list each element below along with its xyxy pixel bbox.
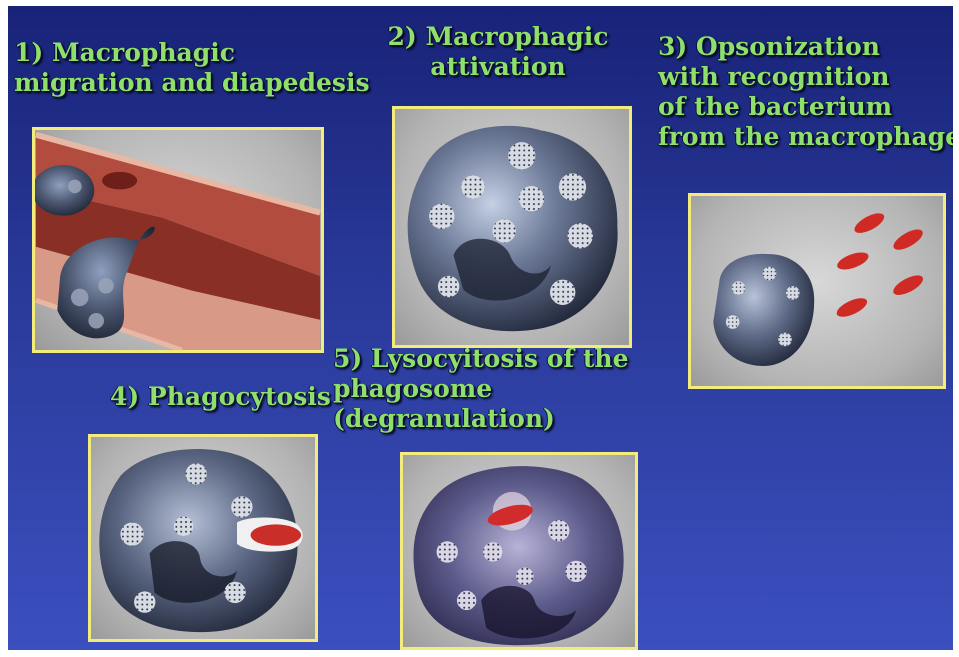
migration-illustration — [35, 130, 321, 350]
bacterium — [251, 524, 302, 545]
step-1-label: 1) Macrophagic migration and diapedesis — [14, 38, 370, 98]
slide: 1) Macrophagic migration and diapedesis … — [8, 6, 953, 650]
bacterium — [890, 226, 925, 254]
degranulation-illustration — [403, 455, 635, 647]
opsonization-illustration — [691, 196, 943, 386]
step-4-label: 4) Phagocytosis — [110, 382, 331, 412]
bacterium — [835, 249, 871, 273]
panel-degranulation — [400, 452, 638, 650]
panel-migration-diapedesis — [32, 127, 324, 353]
red-blood-cell — [102, 172, 137, 190]
step-2-label: 2) Macrophagic attivation — [383, 22, 613, 82]
phagocytosis-illustration — [91, 437, 315, 639]
step-5-label: 5) Lysocyitosis of the phagosome (degran… — [333, 344, 628, 434]
bacterium — [852, 209, 887, 236]
panel-phagocytosis — [88, 434, 318, 642]
panel-opsonization — [688, 193, 946, 389]
granule — [508, 142, 535, 169]
activation-illustration — [395, 109, 629, 345]
panel-activation — [392, 106, 632, 348]
step-3-label: 3) Opsonization with recognition of the … — [658, 32, 953, 152]
bacterium — [834, 294, 870, 320]
bacterium — [890, 271, 925, 298]
